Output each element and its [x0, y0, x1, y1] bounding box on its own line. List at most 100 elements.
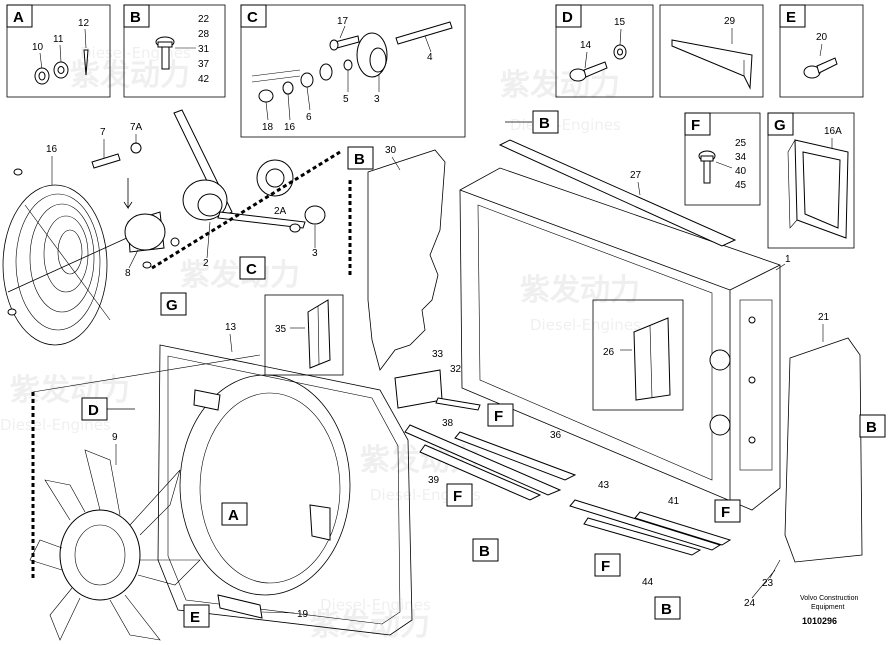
- svg-text:34: 34: [735, 152, 747, 163]
- svg-text:C: C: [246, 261, 257, 278]
- svg-text:紫发动力: 紫发动力: [500, 68, 620, 103]
- svg-text:35: 35: [275, 324, 287, 335]
- svg-text:B: B: [354, 151, 365, 168]
- svg-text:28: 28: [198, 29, 210, 40]
- svg-text:7A: 7A: [130, 122, 143, 133]
- svg-text:21: 21: [818, 312, 830, 323]
- svg-text:Equipment: Equipment: [811, 604, 845, 611]
- svg-text:37: 37: [198, 59, 210, 70]
- callout-box-strip-29: 29: [659, 4, 764, 98]
- svg-text:40: 40: [735, 166, 747, 177]
- svg-text:22: 22: [198, 14, 210, 25]
- callout-box-26: 26: [592, 299, 684, 411]
- svg-text:31: 31: [198, 44, 210, 55]
- svg-text:B: B: [479, 543, 490, 560]
- fan-shroud: [157, 344, 413, 636]
- svg-text:8: 8: [125, 268, 131, 279]
- svg-text:B: B: [866, 419, 877, 436]
- svg-text:44: 44: [642, 577, 654, 588]
- svg-text:2A: 2A: [274, 206, 287, 217]
- svg-text:E: E: [786, 9, 796, 26]
- svg-text:A: A: [13, 9, 24, 26]
- svg-text:39: 39: [428, 475, 440, 486]
- svg-text:13: 13: [225, 322, 237, 333]
- svg-text:26: 26: [603, 347, 615, 358]
- motor-bracket: [91, 109, 326, 253]
- svg-text:9: 9: [112, 432, 118, 443]
- svg-text:3: 3: [312, 248, 318, 259]
- svg-text:11: 11: [53, 34, 64, 45]
- svg-text:16: 16: [284, 122, 296, 133]
- fan-guard: [2, 168, 152, 346]
- reference-markers: B B B B B C G D A E F F F F: [81, 110, 886, 628]
- svg-text:18: 18: [262, 122, 274, 133]
- svg-text:30: 30: [385, 145, 397, 156]
- svg-text:G: G: [774, 117, 786, 134]
- svg-text:紫发动力: 紫发动力: [10, 373, 130, 408]
- callout-box-c: C 17 4 5 3 6 16 18: [240, 4, 466, 138]
- svg-text:B: B: [130, 9, 141, 26]
- svg-text:1010296: 1010296: [802, 616, 837, 626]
- svg-text:紫发动力: 紫发动力: [70, 58, 190, 93]
- seal-30: [367, 149, 446, 371]
- svg-text:10: 10: [32, 42, 44, 53]
- watermark: 紫发动力 Diesel-Engines 紫发动力 Diesel-Engines …: [0, 44, 641, 643]
- callout-box-e: E 20: [779, 4, 864, 98]
- svg-text:33: 33: [432, 349, 444, 360]
- radiator: [459, 167, 781, 511]
- svg-text:6: 6: [306, 112, 312, 123]
- svg-text:41: 41: [668, 496, 680, 507]
- svg-text:32: 32: [450, 364, 462, 375]
- svg-text:Diesel-Engines: Diesel-Engines: [320, 596, 431, 614]
- fan: [29, 449, 201, 641]
- svg-text:5: 5: [343, 94, 349, 105]
- svg-text:3: 3: [374, 94, 380, 105]
- svg-text:紫发动力: 紫发动力: [310, 608, 430, 643]
- svg-text:紫发动力: 紫发动力: [520, 273, 640, 308]
- svg-text:D: D: [562, 9, 573, 26]
- svg-text:16: 16: [46, 144, 58, 155]
- svg-text:Diesel-Engines: Diesel-Engines: [80, 44, 191, 62]
- svg-text:D: D: [88, 402, 99, 419]
- svg-text:38: 38: [442, 418, 454, 429]
- svg-text:42: 42: [198, 74, 210, 85]
- svg-text:45: 45: [735, 180, 747, 191]
- svg-text:2: 2: [203, 258, 209, 269]
- svg-text:B: B: [661, 601, 672, 618]
- svg-text:24: 24: [744, 598, 756, 609]
- svg-text:C: C: [247, 9, 258, 26]
- callout-box-g: G 16A: [767, 112, 855, 249]
- svg-text:G: G: [166, 297, 178, 314]
- svg-text:20: 20: [816, 32, 828, 43]
- svg-text:19: 19: [297, 609, 309, 620]
- svg-text:12: 12: [78, 18, 90, 29]
- svg-text:27: 27: [630, 170, 642, 181]
- svg-text:15: 15: [614, 17, 626, 28]
- svg-text:14: 14: [580, 40, 592, 51]
- svg-text:36: 36: [550, 430, 562, 441]
- callout-box-f: F 25 34 40 45: [684, 112, 761, 206]
- svg-text:F: F: [721, 504, 730, 521]
- svg-text:Diesel-Engines: Diesel-Engines: [510, 116, 621, 134]
- svg-text:25: 25: [735, 138, 747, 149]
- svg-text:7: 7: [100, 127, 106, 138]
- svg-text:F: F: [601, 558, 610, 575]
- svg-text:43: 43: [598, 480, 610, 491]
- callout-box-35: 35: [264, 294, 344, 376]
- svg-text:17: 17: [337, 16, 349, 27]
- svg-text:16A: 16A: [824, 126, 842, 137]
- svg-text:F: F: [691, 117, 700, 134]
- svg-text:F: F: [494, 408, 503, 425]
- callout-box-d: D 14 15: [555, 4, 654, 98]
- svg-text:F: F: [453, 488, 462, 505]
- callout-box-a: A 10 11 12: [6, 4, 111, 98]
- callout-box-b: B 22 28 31 37 42: [123, 4, 226, 98]
- svg-text:Volvo Construction: Volvo Construction: [800, 595, 858, 602]
- svg-text:E: E: [190, 609, 200, 626]
- svg-text:1: 1: [785, 254, 791, 265]
- svg-text:A: A: [228, 507, 239, 524]
- svg-text:29: 29: [724, 16, 736, 27]
- svg-text:4: 4: [427, 52, 433, 63]
- footer: Volvo Construction Equipment 1010296: [800, 595, 858, 626]
- svg-text:Diesel-Engines: Diesel-Engines: [530, 316, 641, 334]
